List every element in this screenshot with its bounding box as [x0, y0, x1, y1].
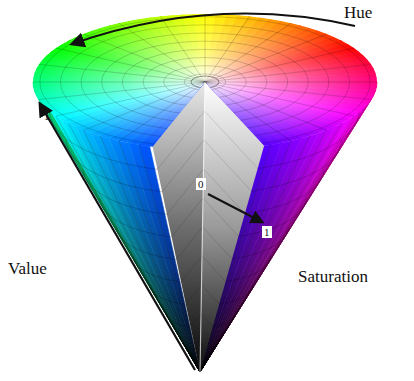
- axis-label: Value: [8, 260, 47, 279]
- value-axis: [200, 82, 205, 372]
- scale-number: 1: [262, 226, 272, 238]
- axis-label: Hue: [344, 4, 372, 23]
- scale-number: 0: [196, 178, 206, 190]
- saturation-arrow: [208, 194, 262, 222]
- hue-arrow: [72, 14, 355, 44]
- axis-label: Saturation: [298, 268, 368, 287]
- value-arrow: [40, 104, 195, 370]
- scale-number: 1: [44, 110, 50, 122]
